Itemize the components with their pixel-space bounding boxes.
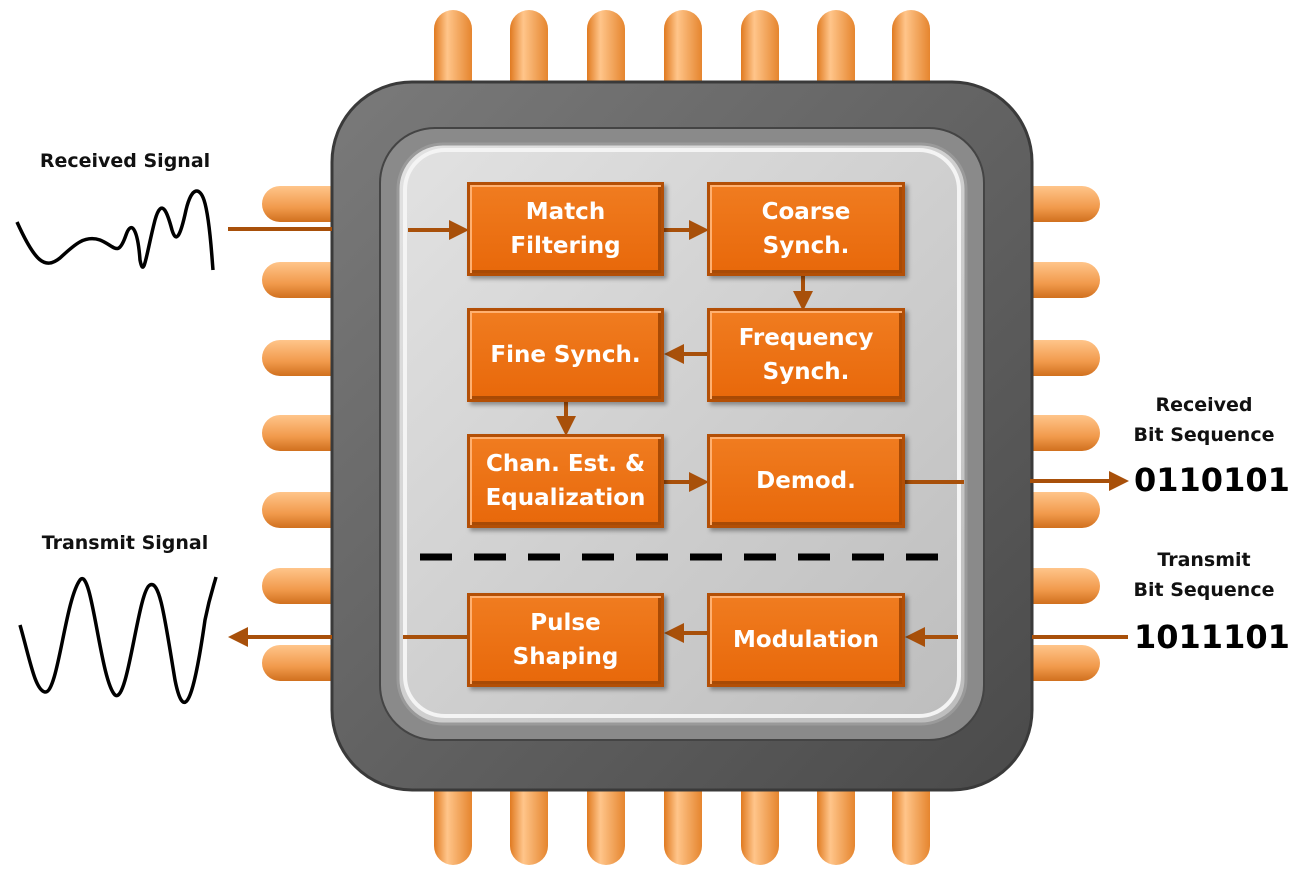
chan-est-label: Chan. Est. & Equalization <box>485 451 646 511</box>
chip-die-highlight <box>403 148 961 718</box>
coarse-synch-label: Coarse Synch. <box>761 199 851 259</box>
received-bits-title: Received Bit Sequence <box>1133 394 1275 446</box>
received-signal-wave <box>15 189 215 271</box>
received-bit-sequence: 0110101 <box>1134 461 1290 499</box>
received-signal-label: Received Signal <box>39 150 211 172</box>
pulse-shaping-label: Pulse Shaping <box>512 610 619 670</box>
signal-arrows <box>228 220 1129 647</box>
pulse-shaping-block: Pulse Shaping <box>467 593 664 687</box>
chip-die <box>396 142 968 726</box>
match-filtering-block: Match Filtering <box>467 182 664 276</box>
transmit-bit-sequence: 1011101 <box>1134 618 1290 656</box>
transmit-bits-title: Transmit Bit Sequence <box>1133 549 1275 601</box>
demod-block: Demod. <box>707 434 905 528</box>
transmit-signal-wave <box>18 576 218 705</box>
modulation-label: Modulation <box>733 627 879 653</box>
coarse-synch-block: Coarse Synch. <box>707 182 905 276</box>
match-filtering-label: Match Filtering <box>510 199 621 259</box>
frequency-synch-block: Frequency Synch. <box>707 308 905 402</box>
modulation-block: Modulation <box>707 593 905 687</box>
transmit-signal-label: Transmit Signal <box>41 532 209 554</box>
fine-synch-label: Fine Synch. <box>490 342 641 368</box>
fine-synch-block: Fine Synch. <box>467 308 664 402</box>
chan-est-block: Chan. Est. & Equalization <box>467 434 664 528</box>
frequency-synch-label: Frequency Synch. <box>738 325 874 385</box>
demod-label: Demod. <box>756 468 856 494</box>
